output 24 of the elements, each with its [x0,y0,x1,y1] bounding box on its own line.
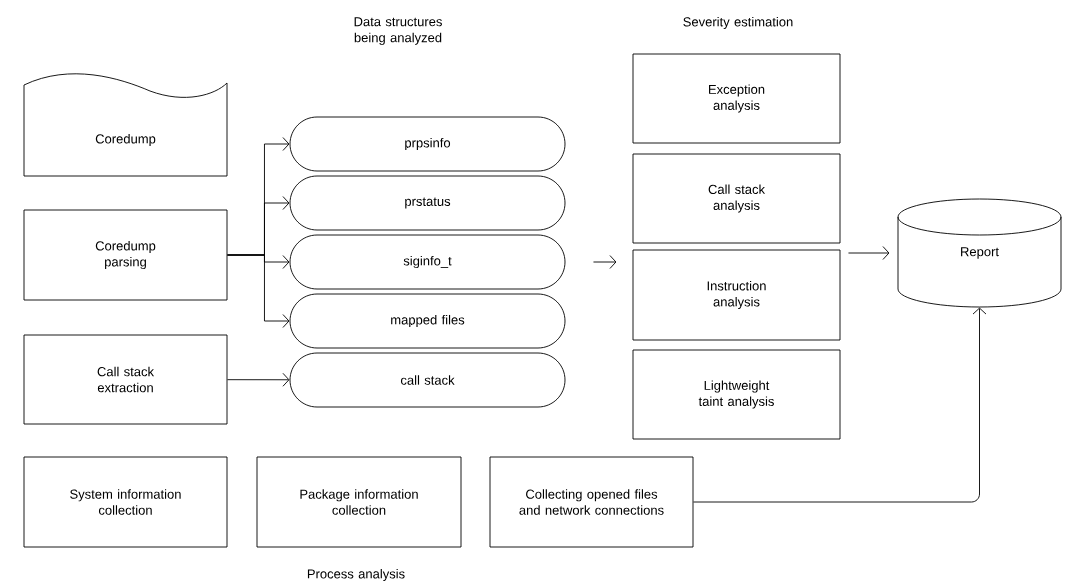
arrow [227,372,290,387]
process-box: Coredump parsing [23,209,228,301]
arrow [693,307,987,503]
group-heading: Process analysis [307,568,405,582]
process-box: Call stack analysis [632,153,841,244]
process-box: Call stack extraction [23,334,228,425]
data-structure-pill: prpsinfo [289,116,566,172]
arrow [848,246,890,260]
data-structure-pill: siginfo_t [289,234,566,290]
group-heading: Data structures being analyzed [354,17,442,45]
process-box: Lightweight taint analysis [632,349,841,440]
data-structure-pill: mapped files [289,293,566,349]
process-box: Exception analysis [632,53,841,144]
process-box: Instruction analysis [632,249,841,341]
process-box: Package information collection [256,456,462,548]
process-box: Collecting opened files and network connections [489,456,694,548]
data-structure-pill: prstatus [289,175,566,231]
database-cylinder: Report [897,198,1062,308]
node-label: Report [961,247,999,259]
arrow [227,254,290,328]
process-box: System information collection [23,456,228,548]
data-structure-pill: call stack [289,352,566,408]
arrow [593,255,617,269]
group-heading: Severity estimation [683,16,793,30]
